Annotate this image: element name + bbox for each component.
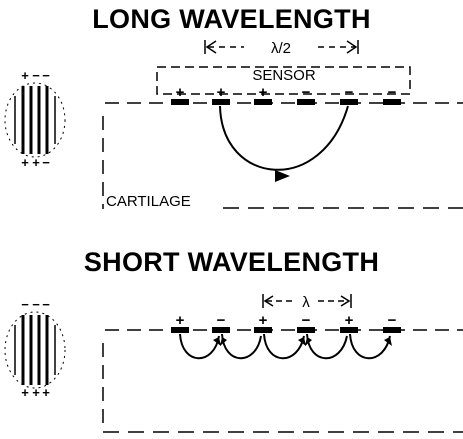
electrode-charge-sign: − bbox=[388, 84, 397, 101]
electrode-charge-sign: + bbox=[345, 312, 354, 329]
current-flow-arc bbox=[221, 333, 262, 360]
sensor-electrodes bbox=[171, 99, 401, 105]
sensor-outline bbox=[156, 66, 411, 95]
half-wavelength-label: λ/2 bbox=[271, 40, 291, 57]
current-flow-arrowhead bbox=[298, 337, 306, 346]
electrode bbox=[171, 99, 189, 105]
fiber-charge-sign: − bbox=[42, 297, 50, 312]
fiber-charge-sign: + bbox=[42, 385, 50, 400]
current-flow-arcs bbox=[179, 333, 391, 360]
electrode-charge-sign: − bbox=[345, 84, 354, 101]
electrode bbox=[297, 327, 315, 333]
fiber-charge-sign: − bbox=[32, 68, 40, 83]
electrode-charge-sign: + bbox=[259, 312, 268, 329]
fiber-charge-sign: − bbox=[42, 155, 50, 170]
half-wavelength-span-indicator: λ/2 bbox=[204, 40, 359, 57]
cartilage-label: CARTILAGE bbox=[106, 193, 191, 210]
electrode-charge-sign: − bbox=[217, 312, 226, 329]
current-flow-arrowhead bbox=[384, 337, 392, 346]
current-flow-arc bbox=[263, 333, 305, 360]
current-flow-arc bbox=[179, 333, 220, 360]
electrode-charge-sign: + bbox=[176, 312, 185, 329]
sensor-label: SENSOR bbox=[252, 67, 316, 84]
electrode bbox=[212, 99, 230, 105]
electrode-charge-sign: + bbox=[259, 84, 268, 101]
fiber-charge-sign: + bbox=[21, 385, 29, 400]
long-wavelength-title: LONG WAVELENGTH bbox=[92, 4, 371, 34]
electrode bbox=[297, 99, 315, 105]
electrode bbox=[383, 327, 401, 333]
current-flow-arc bbox=[219, 105, 349, 171]
fiber-charge-sign: − bbox=[42, 68, 50, 83]
electrode bbox=[171, 327, 189, 333]
fiber-charge-sign: + bbox=[32, 385, 40, 400]
sensor-electrodes bbox=[171, 327, 401, 333]
fiber-bundle-top bbox=[4, 82, 66, 158]
electrode bbox=[212, 327, 230, 333]
fiber-charge-sign: + bbox=[21, 68, 29, 83]
short-wavelength-title: SHORT WAVELENGTH bbox=[83, 247, 380, 277]
electrode bbox=[254, 99, 272, 105]
current-flow-arrowhead bbox=[213, 337, 221, 346]
current-flow-arrowhead bbox=[275, 170, 290, 182]
fiber-charge-sign: + bbox=[32, 155, 40, 170]
electrode bbox=[340, 327, 358, 333]
current-flow-arc bbox=[306, 333, 348, 360]
fiber-charge-sign: − bbox=[21, 297, 29, 312]
current-flow-arrowhead bbox=[220, 337, 227, 346]
electrode-charge-sign: − bbox=[388, 312, 397, 329]
current-flow-arrowhead bbox=[305, 337, 312, 346]
electrode-charge-sign: + bbox=[217, 84, 226, 101]
current-flow-arc bbox=[349, 333, 391, 360]
electrode-charge-sign: − bbox=[302, 312, 311, 329]
fiber-charge-sign: − bbox=[32, 297, 40, 312]
fiber-charge-sign: + bbox=[21, 155, 29, 170]
electrode-charge-sign: + bbox=[176, 84, 185, 101]
wavelength-label: λ bbox=[302, 294, 310, 311]
fiber-bundle-bottom bbox=[4, 311, 66, 389]
electrode bbox=[254, 327, 272, 333]
wavelength-span-indicator: λ bbox=[262, 294, 352, 311]
electrode bbox=[383, 99, 401, 105]
electrode-charge-sign: − bbox=[302, 84, 311, 101]
electrode bbox=[340, 99, 358, 105]
